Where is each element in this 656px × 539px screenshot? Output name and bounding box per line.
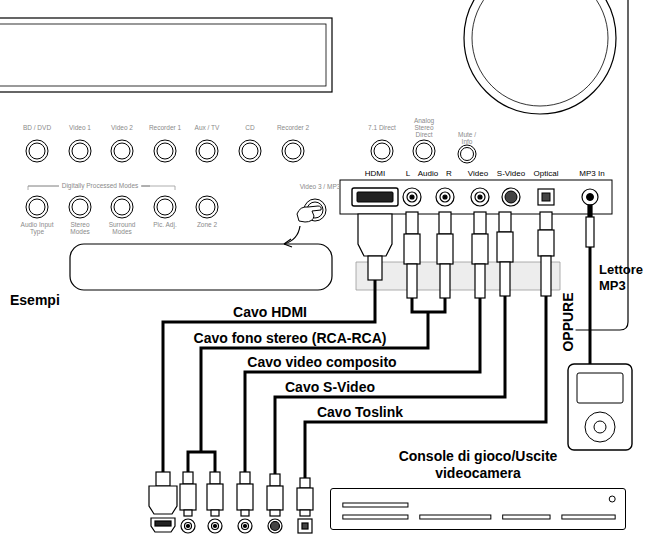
caption-label: Cavo fono stereo (RCA-RCA) (192, 330, 389, 346)
plug (149, 472, 313, 516)
arrow-head (284, 239, 292, 247)
front-door (70, 244, 332, 290)
volume-knob-inner (472, 0, 608, 106)
jack-label: Audio (415, 170, 441, 179)
jack-label: HDMI (360, 170, 390, 179)
button-label: Video 1 (62, 124, 98, 131)
volume-knob (464, 0, 616, 114)
jack-label: Video (464, 170, 492, 179)
plug (358, 205, 594, 298)
button-label: 7.1 Direct (363, 124, 401, 131)
button-label: Video 3 / MP3 (295, 183, 345, 190)
mp3-jack (582, 189, 598, 205)
button-row (26, 140, 476, 163)
caption-label: Esempi (8, 292, 62, 308)
console-outline (330, 488, 626, 530)
click-wheel (594, 421, 606, 433)
device-box: Console di gioco/Uscite videocamera (330, 448, 626, 530)
jack-label: L (403, 170, 413, 179)
display-outer (0, 18, 332, 92)
button-row (26, 196, 326, 221)
button-label: Recorder 2 (274, 124, 312, 131)
button-label: Pic. Adj. (147, 221, 183, 228)
hand-icon (297, 206, 321, 222)
jack-label: MP3 In (575, 170, 609, 179)
panel-shelf (356, 262, 560, 290)
svideo-jack (502, 188, 520, 206)
button-label: Aux / TV (189, 124, 225, 131)
caption-label: Cavo video composito (245, 354, 398, 370)
jack-label: S-Video (494, 170, 528, 179)
click-wheel (585, 412, 615, 442)
button-label: Mute / Info (453, 131, 481, 145)
console-slots (331, 489, 625, 529)
button-label: Analog Stereo Direct (406, 117, 442, 138)
arrow (284, 226, 300, 244)
caption-label: Cavo Toslink (315, 404, 405, 420)
device-heading: Console di gioco/Uscite videocamera (378, 448, 578, 482)
optical-jack (538, 189, 554, 205)
jack-label: R (444, 170, 454, 179)
display-inner (0, 24, 326, 86)
button-label: Surround Modes (104, 221, 140, 235)
button-label: Zone 2 (189, 221, 225, 228)
hdmi-jack (352, 188, 398, 206)
rca-jack (403, 188, 489, 206)
button-label: CD (232, 124, 268, 131)
socket-icon (151, 518, 312, 533)
jack-label: Optical (529, 170, 563, 179)
button-label: Stereo Modes (62, 221, 98, 235)
button-label: Video 2 (104, 124, 140, 131)
caption-label: OPPURE (560, 290, 576, 353)
hdmi-jack (357, 192, 393, 202)
cable (163, 247, 590, 478)
button-label: Audio Input Type (19, 221, 55, 235)
caption-label: Cavo S-Video (283, 379, 377, 395)
button-label: Recorder 1 (146, 124, 184, 131)
mp3-jack (587, 194, 594, 201)
button-label: BD / DVD (19, 124, 55, 131)
caption-label: Lettore MP3 (597, 262, 656, 294)
optical-jack (542, 193, 550, 201)
mp3-player (568, 364, 632, 450)
svideo-jack (505, 191, 517, 203)
caption-label: Cavo HDMI (231, 304, 309, 320)
input-panel (340, 180, 612, 214)
player-screen (577, 373, 623, 403)
button-label: Digitally Processed Modes (59, 182, 141, 189)
